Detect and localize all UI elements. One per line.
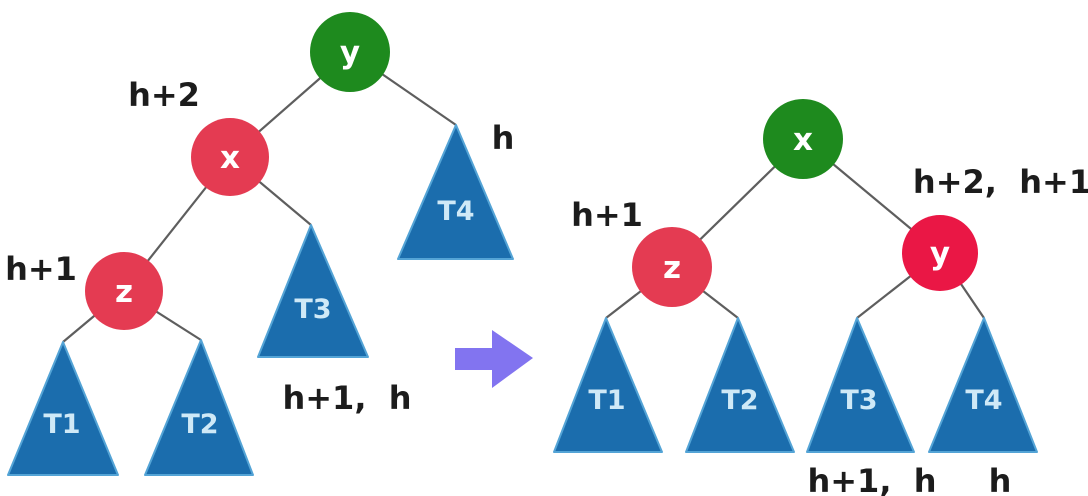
left-subtree-t1 bbox=[7, 341, 119, 476]
right-subtree-t1-label: T1 bbox=[588, 385, 625, 416]
right-arrow-icon bbox=[455, 330, 533, 388]
left-node-z-label: z bbox=[115, 274, 133, 310]
left-subtree-t2 bbox=[144, 339, 254, 476]
right-subtree-t4 bbox=[928, 317, 1038, 453]
right-subtree-t2 bbox=[685, 317, 795, 453]
right-node-z bbox=[632, 227, 712, 307]
left-subtree-t3-label: T3 bbox=[294, 294, 331, 325]
right-height-label-z: h+1 bbox=[571, 196, 643, 234]
left-height-label-t3-t4: h+1, h bbox=[282, 379, 411, 417]
left-node-y-label: y bbox=[340, 35, 360, 71]
right-height-label-t3: h+1, h bbox=[807, 462, 936, 496]
right-subtree-t2-label: T2 bbox=[721, 385, 758, 416]
right-height-label-y: h+2, h+1 bbox=[913, 163, 1088, 201]
right-node-z-label: z bbox=[663, 250, 681, 286]
left-subtree-t2-label: T2 bbox=[181, 409, 218, 440]
left-height-label-root: h+2 bbox=[128, 76, 200, 114]
right-subtree-t3-label: T3 bbox=[840, 385, 877, 416]
right-node-y bbox=[902, 215, 978, 291]
right-node-y-label: y bbox=[930, 236, 950, 272]
right-node-x-label: x bbox=[793, 122, 813, 158]
left-subtree-t4-label: T4 bbox=[437, 196, 474, 227]
right-tree: T1 T2 T3 T4 x z y h+1 h+2, h+1 h+1, h h bbox=[553, 99, 1088, 496]
rotation-arrow bbox=[455, 330, 533, 388]
right-subtree-t1 bbox=[553, 317, 663, 453]
right-subtree-t4-label: T4 bbox=[965, 385, 1002, 416]
right-subtree-t3 bbox=[806, 317, 915, 453]
left-height-label-t4: h bbox=[492, 119, 515, 157]
left-node-y bbox=[310, 12, 390, 92]
left-subtree-t3 bbox=[257, 224, 369, 358]
left-node-x-label: x bbox=[220, 140, 240, 176]
left-subtree-t4 bbox=[397, 124, 514, 260]
right-height-label-t4: h bbox=[989, 462, 1012, 496]
left-height-label-z: h+1 bbox=[5, 250, 77, 288]
left-subtree-t1-label: T1 bbox=[43, 409, 80, 440]
left-tree: T1 T2 T3 T4 y x z h+2 h+1 h h+1, h bbox=[5, 12, 515, 476]
right-node-x bbox=[763, 99, 843, 179]
left-node-x bbox=[191, 118, 269, 196]
left-node-z bbox=[85, 252, 163, 330]
